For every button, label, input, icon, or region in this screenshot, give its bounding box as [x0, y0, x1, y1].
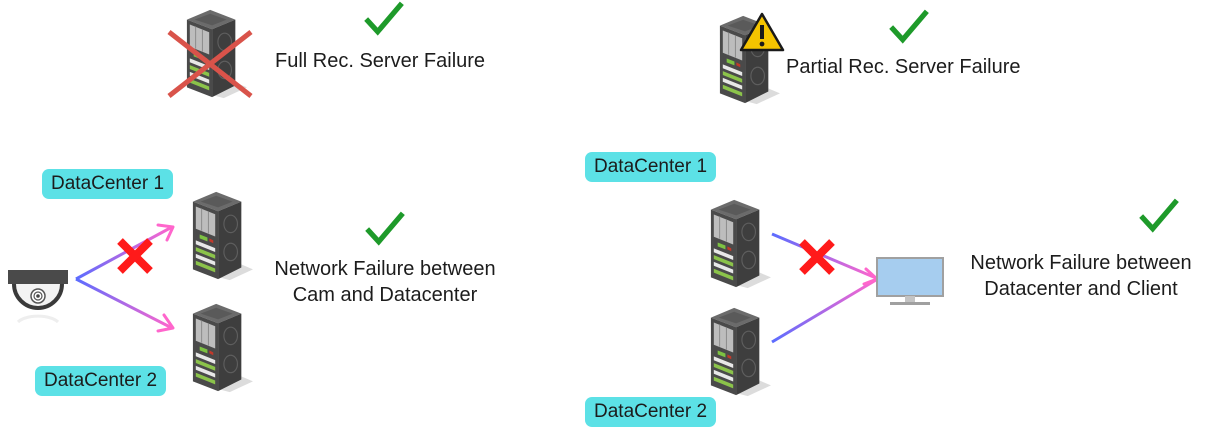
server-rack-icon-dc2: [186, 302, 256, 394]
broken-link-x-icon: [797, 237, 837, 277]
link-dc1-to-client: [771, 232, 877, 280]
server-rack-icon-dc2: [704, 306, 774, 398]
broken-link-x-icon: [115, 236, 155, 276]
link-dc2-to-client: [771, 267, 879, 344]
checkmark-icon: [364, 210, 406, 246]
scenario-caption: Partial Rec. Server Failure: [786, 56, 1021, 78]
caption-line-2: Datacenter and Client: [984, 278, 1178, 300]
scenario-caption: Network Failure between Datacenter and C…: [955, 250, 1207, 302]
server-rack-icon-dc1: [704, 198, 774, 290]
caption-line-2: Cam and Datacenter: [292, 284, 478, 306]
warning-triangle-icon: [739, 12, 785, 52]
dome-camera-icon: [8, 270, 68, 324]
link-camera-to-dc1: [75, 223, 175, 281]
checkmark-icon: [1138, 197, 1180, 233]
scenario-caption: Full Rec. Server Failure: [275, 50, 486, 72]
link-camera-to-dc2: [75, 277, 175, 333]
monitor-icon: [876, 257, 944, 305]
checkmark-icon: [363, 0, 405, 36]
caption-line-1: Network Failure between: [274, 258, 496, 280]
datacenter-1-label: DataCenter 1: [585, 152, 717, 182]
server-rack-icon-dc1: [186, 190, 256, 282]
caption-line-1: Network Failure between: [970, 252, 1192, 274]
server-failed-cross-icon: [167, 30, 253, 98]
datacenter-2-label: DataCenter 2: [35, 366, 167, 396]
scenario-caption: Network Failure between Cam and Datacent…: [262, 256, 508, 308]
datacenter-2-label: DataCenter 2: [585, 397, 717, 427]
checkmark-icon: [888, 8, 930, 44]
datacenter-1-label: DataCenter 1: [42, 169, 174, 199]
